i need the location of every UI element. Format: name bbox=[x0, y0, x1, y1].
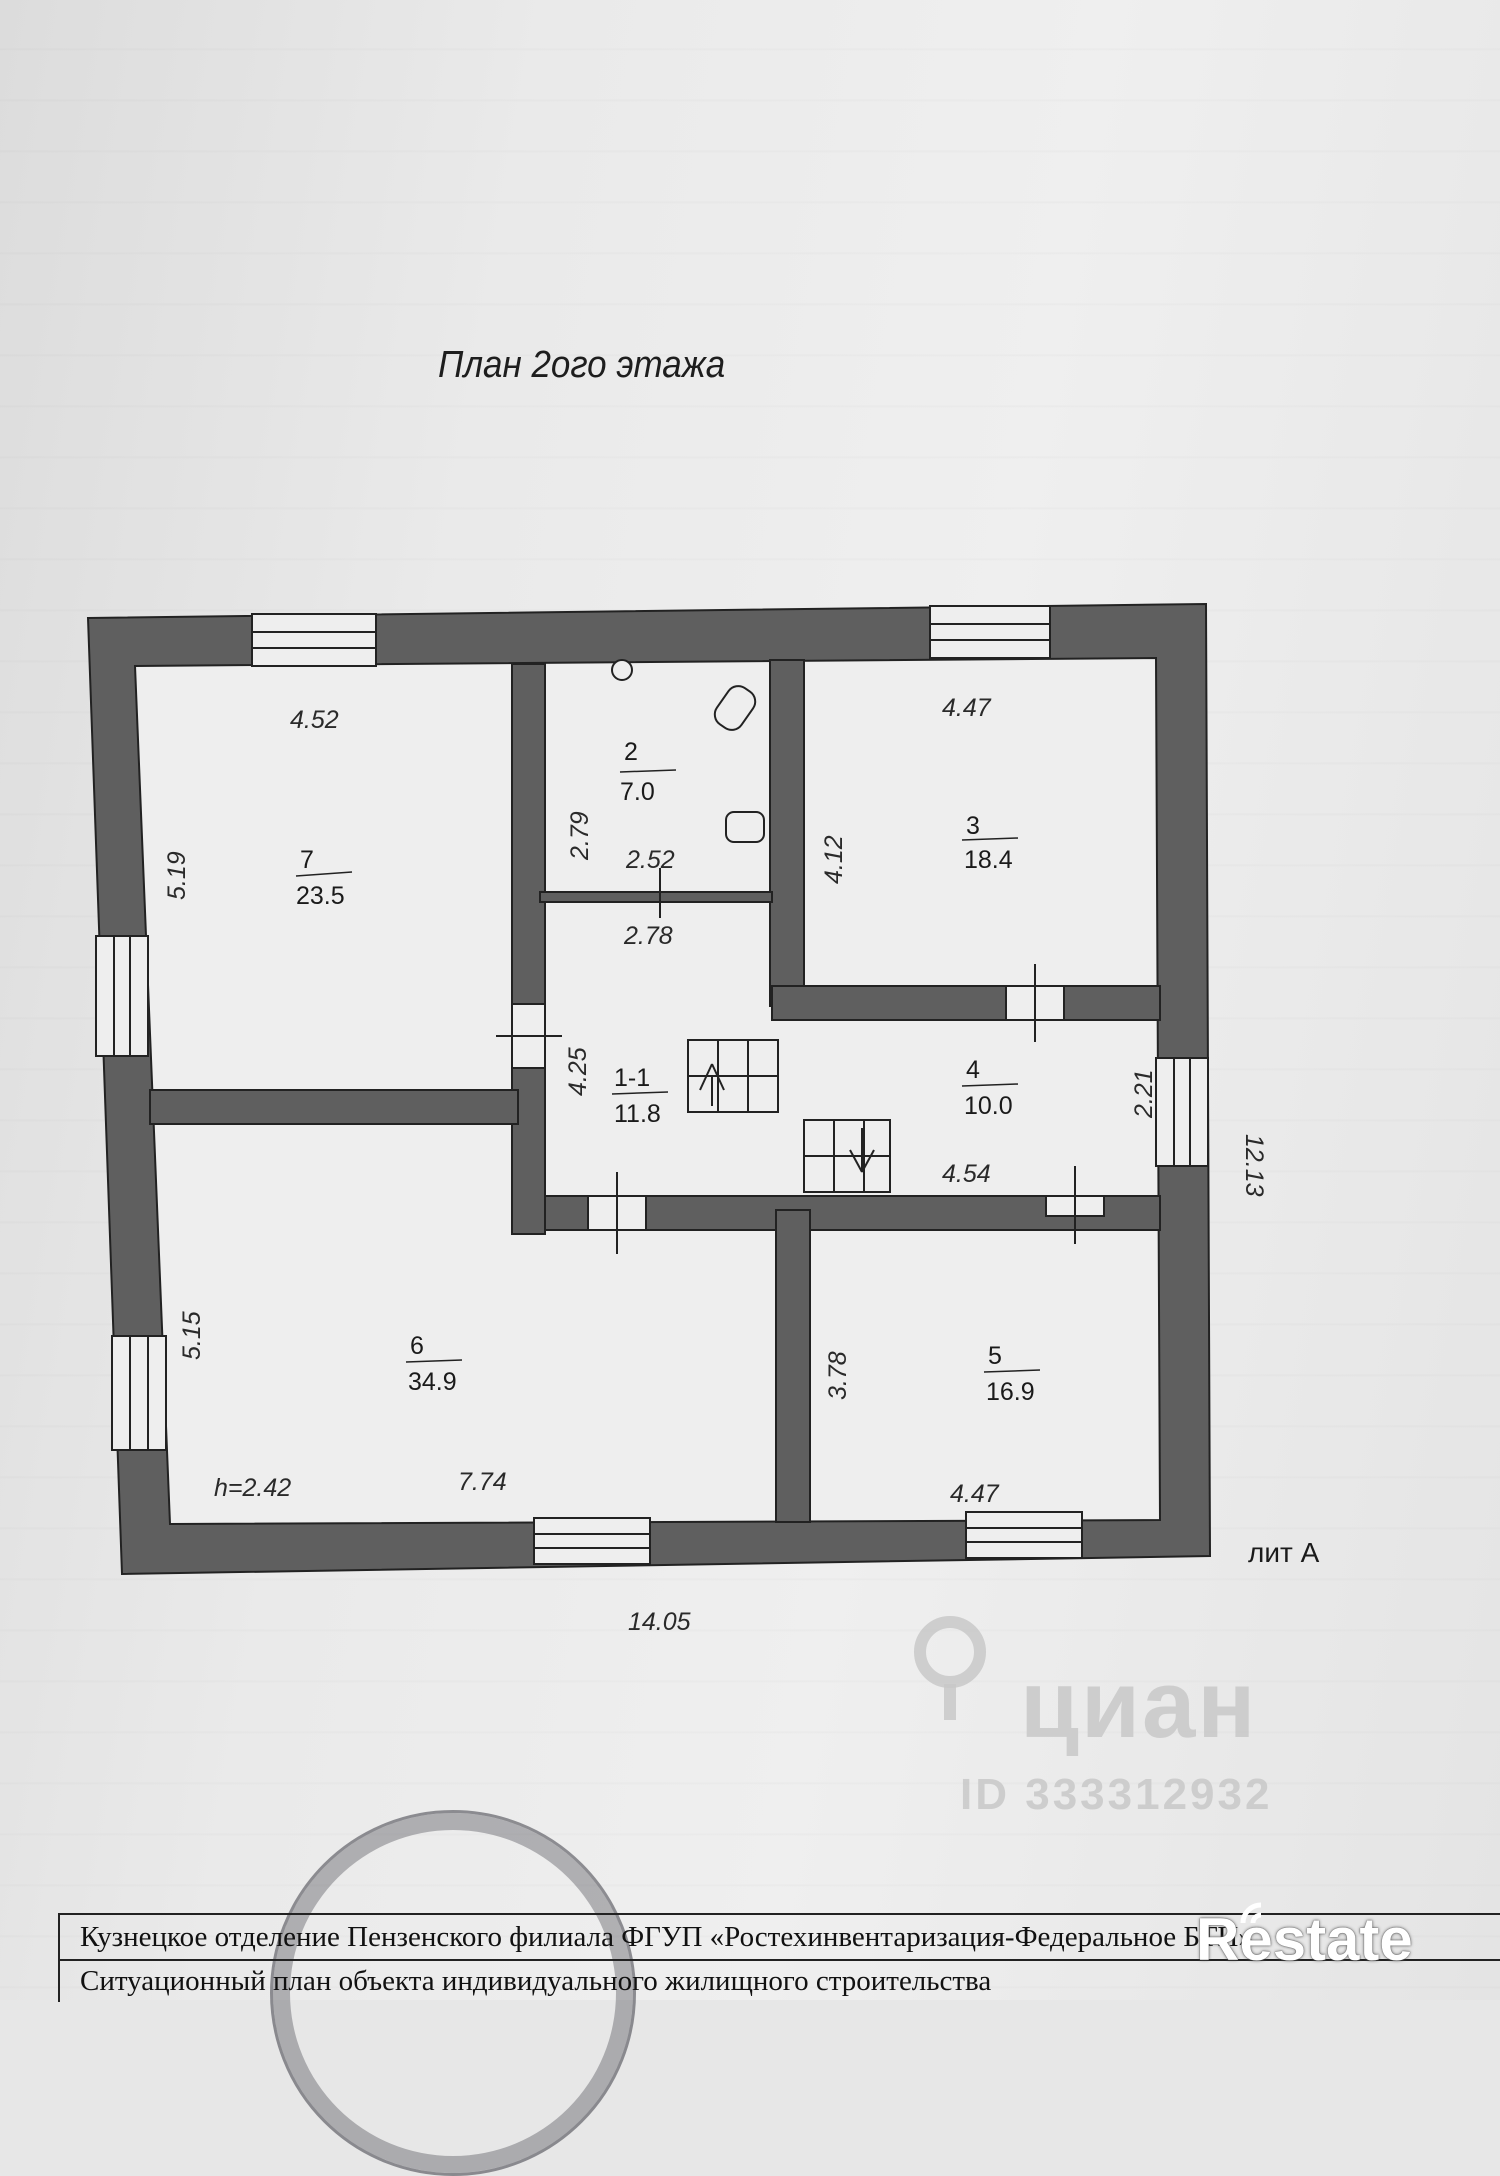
document-footer: Кузнецкое отделение Пензенского филиала … bbox=[58, 1913, 1500, 2002]
openings bbox=[95, 605, 1209, 1565]
room-2-number: 2 bbox=[624, 738, 638, 766]
room-5-area: 16.9 bbox=[986, 1378, 1035, 1406]
room-6-number: 6 bbox=[410, 1332, 424, 1360]
sink bbox=[611, 659, 633, 681]
room-4-number: 4 bbox=[966, 1056, 980, 1084]
interior-area bbox=[133, 656, 1162, 1526]
window-bottom-right bbox=[965, 1511, 1083, 1559]
window-bottom-left bbox=[533, 1517, 651, 1565]
footer-organization: Кузнецкое отделение Пензенского филиала … bbox=[80, 1921, 1253, 1953]
wall-room7-hall bbox=[511, 663, 546, 1235]
window-top-left bbox=[251, 613, 377, 667]
window-right bbox=[1155, 1057, 1209, 1167]
dim-room2-width: 2.52 bbox=[625, 846, 675, 874]
wall-room2-room3 bbox=[769, 659, 805, 1007]
dim-room6-depth: 5.15 bbox=[178, 1311, 206, 1360]
toilet bbox=[713, 685, 757, 731]
dim-room4-depth: 2.21 bbox=[1130, 1069, 1158, 1119]
window-left-lower bbox=[111, 1335, 167, 1451]
room-1-1-area: 11.8 bbox=[614, 1100, 661, 1128]
dim-overall-width: 14.05 bbox=[628, 1608, 691, 1636]
room-labels: 7 23.5 2 7.0 3 18.4 1-1 11.8 4 10.0 6 34… bbox=[295, 738, 1041, 1406]
room-3-number: 3 bbox=[966, 812, 980, 840]
dim-room3-depth: 4.12 bbox=[820, 835, 848, 884]
plan-title: План 2ого этажа bbox=[438, 344, 726, 386]
floor-plan: 4.52 5.19 2.79 2.52 2.78 4.47 4.12 4.25 … bbox=[86, 602, 1320, 1636]
room-4-area: 10.0 bbox=[964, 1092, 1013, 1120]
dim-room4-width: 4.54 bbox=[942, 1160, 991, 1188]
room-3-area: 18.4 bbox=[964, 846, 1013, 874]
watermark-id: ID 333312932 bbox=[960, 1770, 1273, 1819]
window-left-upper bbox=[95, 935, 149, 1057]
staircase bbox=[687, 1039, 891, 1193]
room-7-area: 23.5 bbox=[296, 882, 345, 910]
wall-room2-hall bbox=[539, 891, 773, 903]
wall-room3-room4 bbox=[771, 985, 1161, 1021]
window-top-right bbox=[929, 605, 1051, 659]
dim-room7-width: 4.52 bbox=[290, 706, 339, 734]
watermark-brand: циан bbox=[1020, 1651, 1258, 1758]
footer-document-type: Ситуационный план объекта индивидуальног… bbox=[80, 1965, 992, 1997]
restate-logo-icon bbox=[1240, 1902, 1262, 1924]
dim-hall-width: 2.78 bbox=[623, 922, 673, 950]
lit-label: лит А bbox=[1248, 1537, 1320, 1568]
wall-room6-room5 bbox=[775, 1209, 811, 1523]
sanitary-fixtures bbox=[611, 659, 765, 843]
restate-logo: Restate bbox=[1196, 1906, 1413, 1973]
dim-overall-depth: 12.13 bbox=[1240, 1134, 1268, 1197]
dim-room7-depth: 5.19 bbox=[163, 851, 191, 900]
dim-room3-width: 4.47 bbox=[942, 694, 992, 722]
room-1-1-number: 1-1 bbox=[614, 1064, 650, 1092]
dim-room6-width: 7.74 bbox=[458, 1468, 507, 1496]
dim-room2-depth: 2.79 bbox=[566, 811, 594, 861]
interior-walls bbox=[149, 659, 1161, 1523]
room-5-number: 5 bbox=[988, 1342, 1002, 1370]
wall-room7-room6 bbox=[149, 1089, 519, 1125]
cian-watermark: циан ID 333312932 bbox=[890, 1600, 1370, 1819]
ceiling-height: h=2.42 bbox=[214, 1474, 291, 1502]
room-2-area: 7.0 bbox=[620, 778, 655, 806]
footer-divider bbox=[60, 1959, 1500, 1961]
room-7-number: 7 bbox=[300, 846, 314, 874]
location-pin-icon bbox=[914, 1616, 986, 1720]
dim-hall-depth: 4.25 bbox=[564, 1047, 592, 1096]
shower-tray bbox=[725, 811, 765, 843]
dim-room5-depth: 3.78 bbox=[824, 1351, 852, 1400]
dim-room5-width: 4.47 bbox=[950, 1480, 1000, 1508]
room-6-area: 34.9 bbox=[408, 1368, 457, 1396]
